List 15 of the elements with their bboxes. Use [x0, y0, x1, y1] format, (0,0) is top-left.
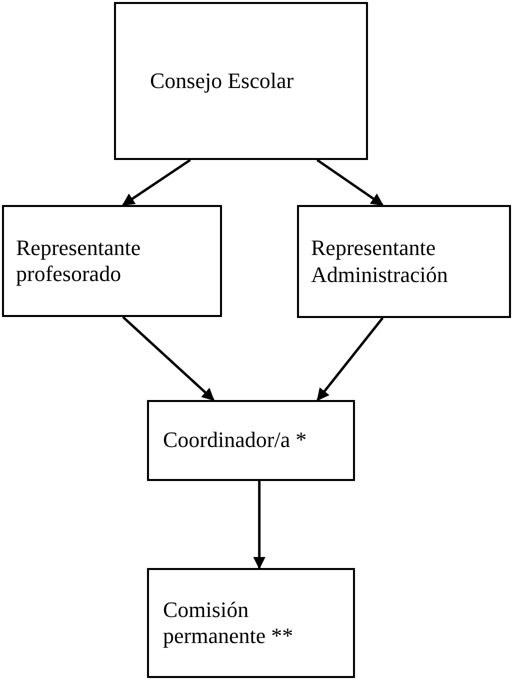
org-box: [2, 205, 222, 317]
node-label: Coordinador/a *: [163, 427, 307, 454]
org-box: [147, 568, 355, 678]
arrow: [316, 158, 384, 206]
arrow: [253, 481, 266, 570]
node-label: Representante Administración: [311, 235, 449, 288]
org-box: [114, 2, 368, 160]
node-label: Consejo Escolar: [150, 68, 294, 94]
org-box: [297, 205, 511, 318]
arrow: [316, 317, 384, 401]
arrow: [122, 158, 191, 206]
node-label: Comisión permanente **: [163, 596, 294, 650]
arrow: [122, 316, 214, 401]
org-box: [147, 400, 355, 481]
node-label: Representante profesorado: [16, 234, 142, 288]
